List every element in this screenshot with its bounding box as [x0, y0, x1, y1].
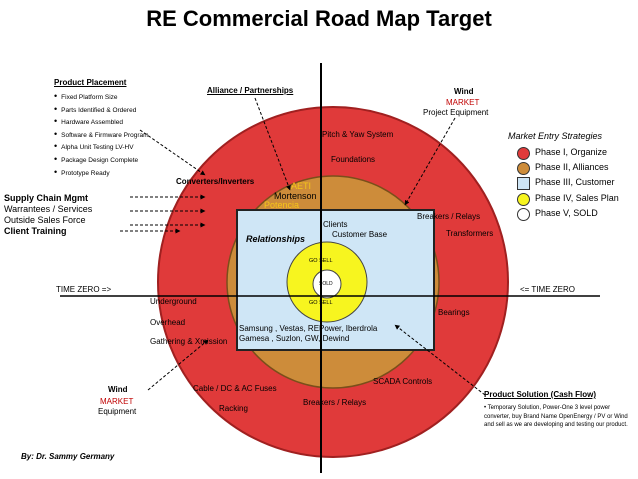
list-item: Package Design Complete — [54, 154, 149, 167]
supply-chain-line3: Outside Sales Force — [4, 215, 86, 225]
supply-chain-line2: Warrantees / Services — [4, 204, 93, 214]
label-overhead: Overhead — [150, 318, 186, 327]
time-zero-left: TIME ZERO => — [56, 285, 112, 294]
arrow-product-solution — [394, 324, 486, 396]
list-item: Fixed Platform Size — [54, 91, 149, 104]
time-zero-right: <= TIME ZERO — [520, 285, 575, 294]
wind-top-market: MARKET — [446, 98, 480, 107]
legend-swatch — [517, 147, 530, 160]
product-solution-bullet: Temporary Solution, Power-One 3 level po… — [484, 405, 628, 428]
label-potencia: Potencia — [264, 200, 300, 210]
label-foundations: Foundations — [331, 155, 376, 164]
label-scada: SCADA Controls — [373, 377, 433, 386]
product-placement-heading: Product Placement — [54, 78, 127, 87]
label-pitch-yaw: Pitch & Yaw System — [322, 130, 394, 139]
label-breakers-top: Breakers / Relays — [417, 212, 481, 221]
supply-chain-line4: Client Training — [4, 226, 67, 236]
wind-bottom-sub: Equipment — [98, 407, 137, 416]
label-gamesa: Gamesa , Suzlon, GW, Dewind — [239, 334, 350, 343]
wind-bottom-label: Wind — [108, 385, 128, 394]
list-item: Alpha Unit Testing LV-HV — [54, 141, 149, 154]
legend-label: Phase IV, Sales Plan — [535, 193, 619, 203]
legend-swatch — [517, 177, 530, 190]
legend-swatch — [517, 162, 530, 175]
label-cable: Cable / DC & AC Fuses — [193, 384, 277, 393]
label-breakers-bottom: Breakers / Relays — [303, 398, 367, 407]
label-go-sell-bottom: GO SELL — [309, 300, 333, 306]
supply-chain-line1: Supply Chain Mgmt — [4, 193, 88, 203]
label-relationships: Relationships — [246, 234, 306, 244]
label-bearings: Bearings — [438, 308, 470, 317]
wind-top-sub: Project Equipment — [423, 108, 489, 117]
wind-top-label: Wind — [454, 87, 474, 96]
list-item: Prototype Ready — [54, 167, 149, 180]
legend-swatch — [517, 208, 530, 221]
legend-label: Phase II, Alliances — [535, 162, 609, 172]
label-transformers: Transformers — [446, 229, 494, 238]
wind-bottom-market: MARKET — [100, 397, 134, 406]
label-mortenson: Mortenson — [274, 191, 317, 201]
list-item: Hardware Assembled — [54, 116, 149, 129]
label-sold: SOLD — [319, 281, 333, 287]
product-placement-list: Fixed Platform Size Parts Identified & O… — [54, 91, 149, 180]
label-racking: Racking — [219, 404, 248, 413]
author-label: By: Dr. Sammy Germany — [21, 452, 115, 461]
label-samsung: Samsung , Vestas, REPower, Iberdrola — [239, 324, 378, 333]
list-item: Parts Identified & Ordered — [54, 104, 149, 117]
arrow-wind-top — [404, 117, 456, 206]
phase3-square — [236, 209, 435, 351]
legend-title: Market Entry Strategies — [508, 131, 603, 141]
label-aeti: AETI — [291, 181, 312, 191]
legend-label: Phase I, Organize — [535, 147, 608, 157]
legend-label: Phase V, SOLD — [535, 208, 598, 218]
alliance-label: Alliance / Partnerships — [207, 86, 294, 95]
arrow-wind-bottom — [147, 339, 209, 391]
label-go-sell-top: GO SELL — [309, 258, 333, 264]
label-gathering: Gathering & Xmission — [150, 337, 228, 346]
product-solution-body: • Temporary Solution, Power-One 3 level … — [484, 405, 628, 428]
label-underground: Underground — [150, 297, 197, 306]
page-title: RE Commercial Road Map Target — [146, 6, 492, 31]
label-clients: Clients — [323, 220, 348, 229]
label-converters: Converters/Inverters — [176, 177, 255, 186]
product-solution-heading: Product Solution (Cash Flow) — [484, 390, 596, 399]
arrow-product-placement — [139, 129, 206, 176]
legend-swatch — [517, 193, 530, 206]
label-customer-base: Customer Base — [332, 230, 388, 239]
arrow-alliance — [254, 97, 291, 191]
legend-label: Phase III, Customer — [535, 177, 615, 187]
list-item: Software & Firmware Program — [54, 129, 148, 142]
